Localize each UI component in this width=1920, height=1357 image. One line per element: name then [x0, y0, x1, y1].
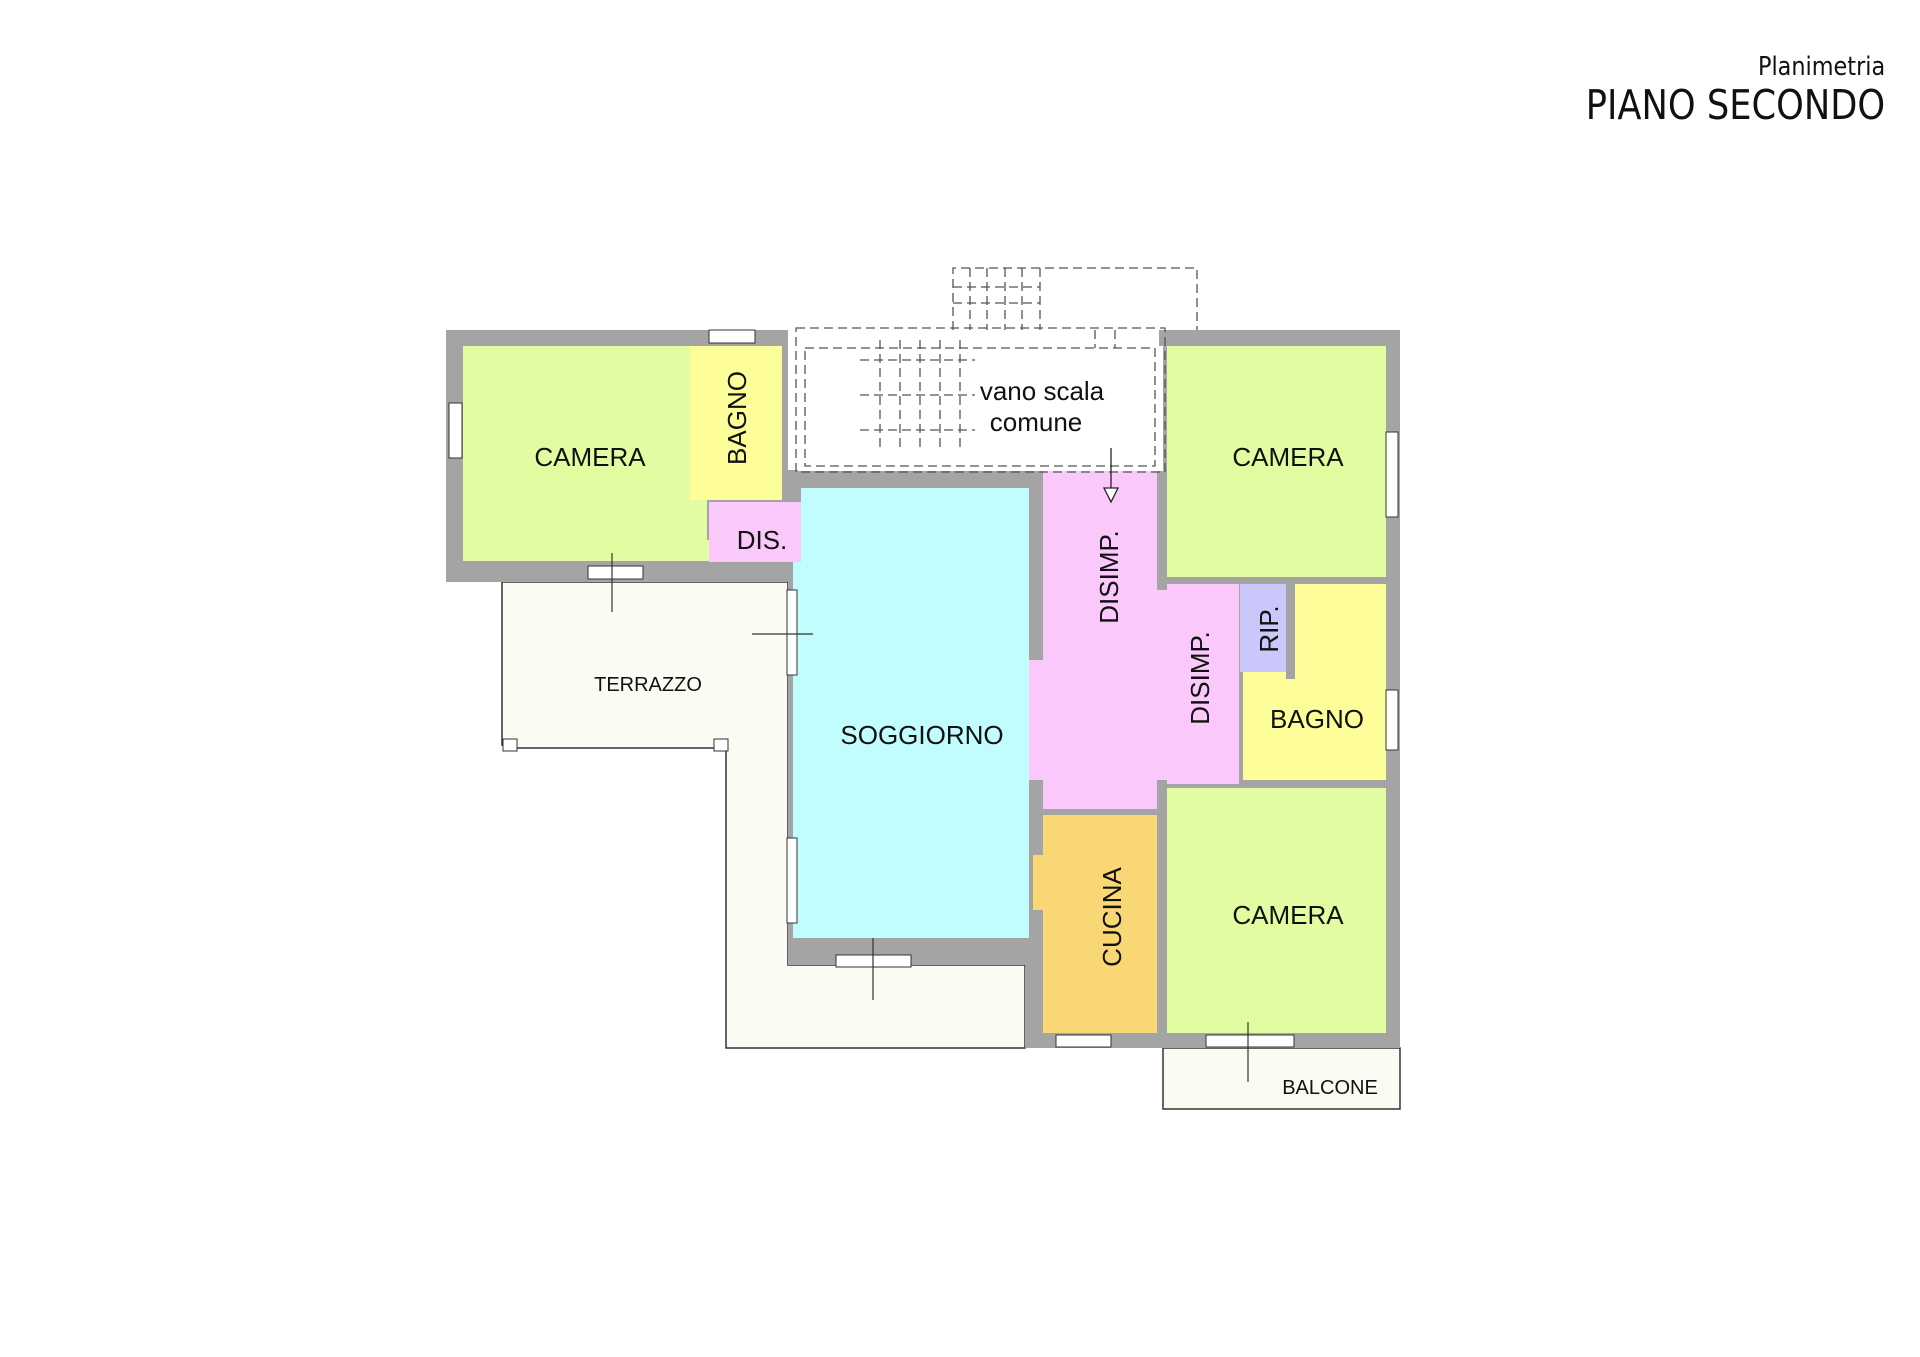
door-markers — [611, 553, 1249, 1082]
vano-scala — [798, 346, 1163, 471]
label-cucina: CUCINA — [1097, 867, 1127, 967]
plan-title: PIANO SECONDO — [1585, 81, 1885, 129]
label-balcone: BALCONE — [1282, 1077, 1378, 1099]
disimp-1-ext — [1029, 660, 1049, 780]
label-camera-se: CAMERA — [1232, 900, 1344, 930]
terrazzo-post-1 — [502, 738, 518, 752]
rip-fill — [1240, 584, 1286, 672]
terrazzo-post-2 — [713, 738, 729, 752]
label-rip: RIP. — [1254, 605, 1284, 652]
plan-header: Planimetria PIANO SECONDO — [1537, 52, 1885, 128]
label-bagno-n: BAGNO — [722, 371, 752, 465]
label-terrazzo: TERRAZZO — [594, 674, 702, 696]
stair-arrow — [1102, 448, 1120, 504]
label-disimp-1: DISIMP. — [1094, 530, 1124, 623]
soggiorno-ext — [793, 562, 813, 938]
dis — [709, 502, 801, 562]
label-vano-scala-2: comune — [990, 407, 1083, 437]
stairs — [795, 267, 1198, 473]
disimp-2 — [1167, 584, 1239, 784]
cucina — [1043, 815, 1157, 1033]
room-labels: CAMERA BAGNO DIS. vano scala comune CAME… — [534, 371, 1377, 1099]
disimp-2-ext — [1157, 590, 1171, 780]
disimp-1 — [1043, 470, 1157, 809]
cucina-ext — [1033, 855, 1047, 910]
balcone-area — [1162, 1047, 1401, 1110]
label-camera-nw: CAMERA — [534, 442, 646, 472]
camera-nw — [463, 346, 707, 561]
bagno-n — [690, 346, 782, 500]
label-soggiorno: SOGGIORNO — [840, 720, 1003, 750]
label-disimp-2: DISIMP. — [1185, 631, 1215, 724]
label-bagno-e: BAGNO — [1270, 704, 1364, 734]
soggiorno — [801, 488, 1029, 938]
camera-ne — [1167, 346, 1386, 577]
bagno-e-cut — [1286, 584, 1295, 679]
plan-subtitle: Planimetria — [1757, 52, 1885, 82]
label-camera-ne: CAMERA — [1232, 442, 1344, 472]
camera-nw-ext — [463, 540, 709, 561]
camera-se — [1167, 788, 1386, 1033]
label-dis: DIS. — [737, 525, 788, 555]
label-vano-scala-1: vano scala — [980, 376, 1105, 406]
